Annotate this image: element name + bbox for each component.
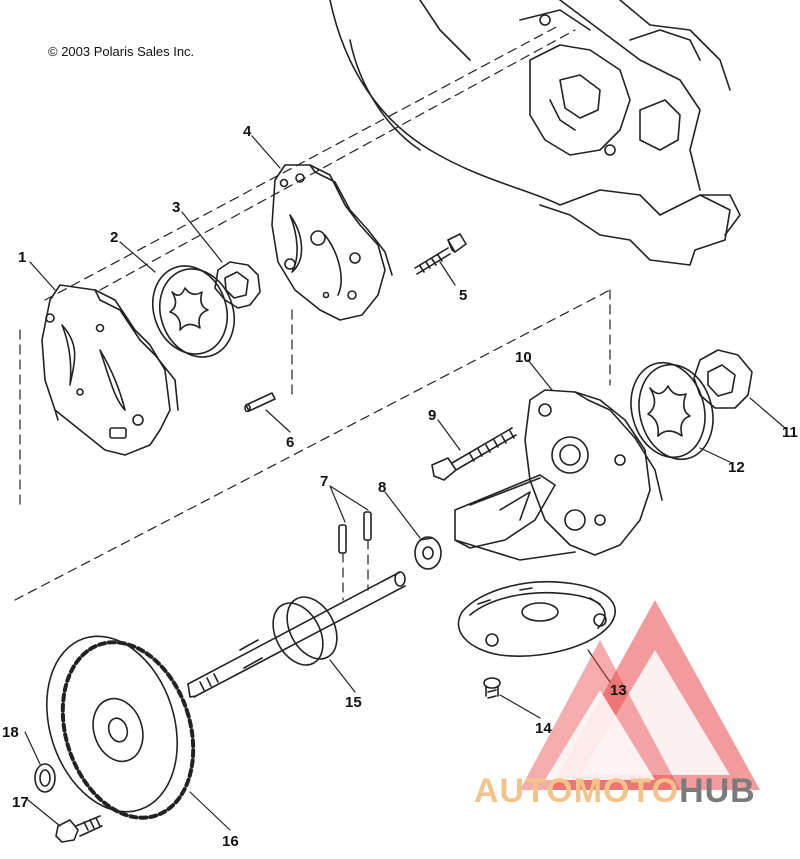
callout-5: 5 <box>459 287 467 304</box>
callout-8: 8 <box>378 479 386 496</box>
part-2-outer-rotor <box>152 265 235 358</box>
callout-7: 7 <box>320 473 328 490</box>
watermark-text-b: HUB <box>679 772 756 810</box>
part-16-gear <box>46 635 196 820</box>
part-9-bolt <box>431 427 517 481</box>
callout-15: 15 <box>345 694 362 711</box>
part-4-cover-plate <box>271 164 393 321</box>
part-8-washer <box>414 536 442 570</box>
callout-13: 13 <box>610 682 627 699</box>
assembly-lines <box>14 24 611 601</box>
watermark-text-a: AUTOMOTO <box>474 772 680 810</box>
part-17-bolt <box>55 815 103 843</box>
callout-3: 3 <box>172 199 180 216</box>
callout-2: 2 <box>110 229 118 246</box>
part-18-washer <box>34 763 56 793</box>
callout-18: 18 <box>2 724 19 741</box>
part-5-bolt <box>414 233 467 275</box>
part-12-outer-rotor <box>630 361 714 461</box>
crankcase <box>329 0 741 266</box>
callout-16: 16 <box>222 833 239 850</box>
part-15-shaft <box>187 571 406 698</box>
callout-numbers: 1 2 3 4 5 6 7 8 9 10 11 12 13 14 15 16 1… <box>2 123 798 850</box>
callout-1: 1 <box>18 249 26 266</box>
part-6-pin <box>244 392 276 413</box>
part-13-strainer <box>457 581 616 657</box>
part-1-pump-plate <box>41 284 179 456</box>
copyright-notice: © 2003 Polaris Sales Inc. <box>48 44 195 59</box>
leader-lines <box>24 135 786 831</box>
part-14-screw <box>483 677 501 699</box>
callout-9: 9 <box>428 407 436 424</box>
watermark-text: AUTOMOTOHUB <box>474 772 756 811</box>
part-10-pump-housing <box>454 389 663 561</box>
callout-11: 11 <box>782 424 798 441</box>
callout-6: 6 <box>286 434 294 451</box>
callout-10: 10 <box>515 349 532 366</box>
callout-12: 12 <box>728 459 745 476</box>
callout-17: 17 <box>12 794 29 811</box>
part-3-inner-rotor <box>214 261 261 309</box>
callout-14: 14 <box>535 720 552 737</box>
callout-4: 4 <box>243 123 252 140</box>
watermark-logo <box>520 600 760 790</box>
